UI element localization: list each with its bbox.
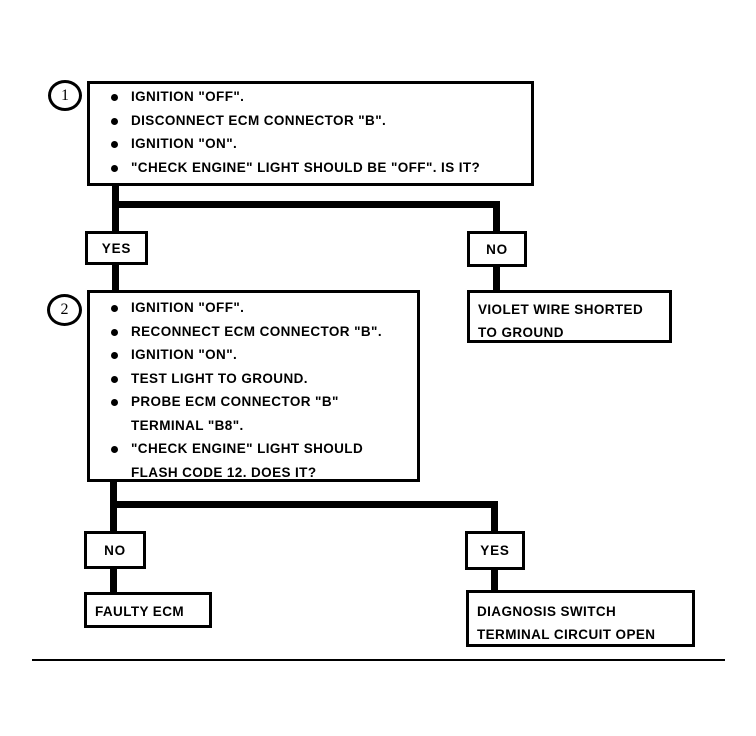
step-2-instruction: RECONNECT ECM CONNECTOR "B". [105,320,415,344]
connector-no-to-violet-result [493,267,500,292]
connector-step1-no-drop [493,201,500,232]
branch-label-text: NO [486,241,508,257]
step-1-instruction: IGNITION "OFF". [105,85,525,109]
step-2-instruction: "CHECK ENGINE" LIGHT SHOULD FLASH CODE 1… [105,437,415,484]
step-2-instruction-list: IGNITION "OFF". RECONNECT ECM CONNECTOR … [105,296,415,484]
step-1-instruction: IGNITION "ON". [105,132,525,156]
result-text-diagnosis-switch-open: DIAGNOSIS SWITCH TERMINAL CIRCUIT OPEN [477,604,656,642]
connector-step2-stem [110,482,117,506]
connector-step1-stem [112,186,119,208]
result-text-faulty-ecm: FAULTY ECM [95,604,185,619]
result-box-diagnosis-switch-open [466,590,695,647]
connector-step2-bar [110,501,498,508]
connector-step2-no-drop [110,501,117,532]
branch-label-step1-no: NO [467,231,527,267]
connector-step2-yes-drop [491,501,498,532]
branch-label-text: NO [104,542,126,558]
step-2-number: 2 [60,301,69,318]
step-2-box [87,290,420,482]
step-2-instruction: PROBE ECM CONNECTOR "B" TERMINAL "B8". [105,390,415,437]
result-box-violet-wire-shorted [467,290,672,343]
step-1-number: 1 [61,86,69,104]
connector-step1-bar [112,201,500,208]
step-2-instruction: TEST LIGHT TO GROUND. [105,367,415,391]
branch-label-text: YES [480,543,510,558]
branch-label-step2-yes: YES [465,531,525,570]
branch-label-text: YES [101,240,132,256]
step-1-box [87,81,534,186]
connector-no-to-faulty-ecm [110,569,117,594]
step-1-number-circle: 1 [48,80,82,111]
step-2-instruction: IGNITION "OFF". [105,296,415,320]
connector-yes-to-step2 [112,265,119,292]
branch-label-step1-yes: YES [85,231,148,265]
branch-label-step2-no: NO [84,531,146,569]
connector-yes-to-diagnosis-switch [491,570,498,592]
connector-step1-yes-drop [112,201,119,232]
step-2-number-circle: 2 [47,294,82,326]
step-1-instruction: DISCONNECT ECM CONNECTOR "B". [105,109,525,133]
footer-divider [32,659,725,661]
result-text-violet-wire-shorted: VIOLET WIRE SHORTED TO GROUND [478,302,644,340]
step-1-instruction: "CHECK ENGINE" LIGHT SHOULD BE "OFF". IS… [105,156,525,180]
result-box-faulty-ecm [84,592,212,628]
step-1-instruction-list: IGNITION "OFF". DISCONNECT ECM CONNECTOR… [105,85,525,179]
step-2-instruction: IGNITION "ON". [105,343,415,367]
